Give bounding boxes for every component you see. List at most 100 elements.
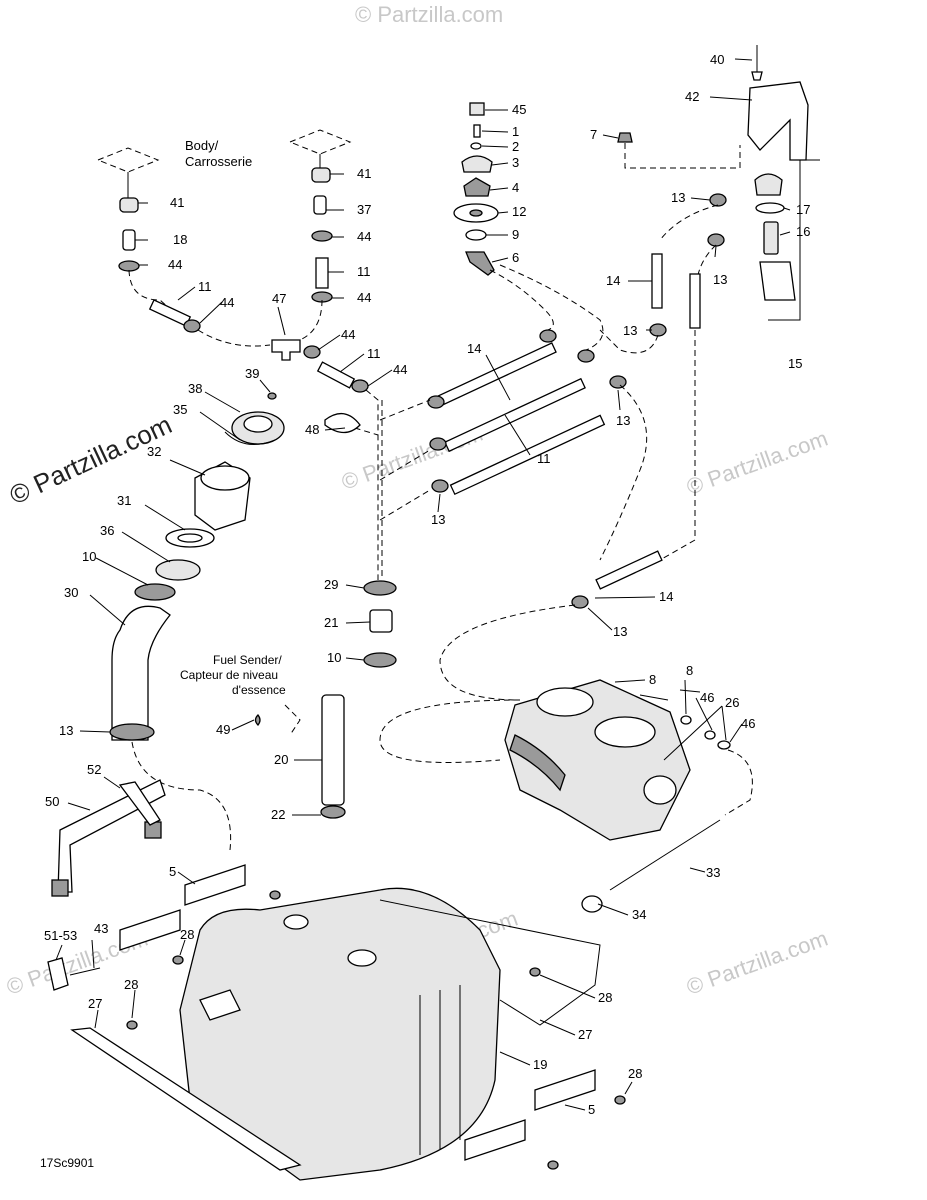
callout-2: 2 — [512, 139, 519, 154]
callout-47: 47 — [272, 291, 286, 306]
caption-sender-3: d'essence — [232, 683, 286, 697]
callout-14-top: 14 — [606, 273, 620, 288]
callout-28-d: 28 — [628, 1066, 642, 1081]
tank-strap — [51, 779, 166, 897]
callout-38: 38 — [188, 381, 202, 396]
callout-4: 4 — [512, 180, 519, 195]
callout-52: 52 — [87, 762, 101, 777]
callout-11-d: 11 — [537, 451, 551, 466]
callout-20: 20 — [274, 752, 288, 767]
hose-bundle — [324, 329, 627, 521]
callout-28-b: 28 — [124, 977, 138, 992]
figure-code: 17Sc9901 — [40, 1156, 94, 1170]
callout-26: 26 — [725, 695, 739, 710]
callout-32: 32 — [147, 444, 161, 459]
filler-assembly — [109, 392, 285, 851]
callout-27-left: 27 — [88, 996, 102, 1011]
callout-40: 40 — [710, 52, 724, 67]
callout-30: 30 — [64, 585, 78, 600]
callout-51-53: 51-53 — [44, 928, 77, 943]
callout-11-b: 11 — [198, 279, 212, 294]
callout-15: 15 — [788, 356, 802, 371]
callout-27-right: 27 — [578, 1027, 592, 1042]
callout-45: 45 — [512, 102, 526, 117]
callout-8-a: 8 — [649, 672, 656, 687]
callout-44-a: 44 — [357, 229, 371, 244]
callout-44-c: 44 — [357, 290, 371, 305]
carburetor-assembly — [504, 679, 753, 913]
callout-34: 34 — [632, 907, 646, 922]
watermark-right-mid: © Partzilla.com — [683, 426, 831, 500]
callout-16: 16 — [796, 224, 810, 239]
callout-19: 19 — [533, 1057, 547, 1072]
callout-37: 37 — [357, 202, 371, 217]
callout-49: 49 — [216, 722, 230, 737]
watermark-right-low: © Partzilla.com — [683, 926, 831, 1000]
callout-43: 43 — [94, 921, 108, 936]
callout-13-e: 13 — [613, 624, 627, 639]
callout-7: 7 — [590, 127, 597, 142]
callout-33: 33 — [706, 865, 720, 880]
callout-13-top: 13 — [671, 190, 685, 205]
caption-sender-2: Capteur de niveau — [180, 668, 278, 682]
callout-11-c: 11 — [367, 346, 381, 361]
callout-44-e: 44 — [341, 327, 355, 342]
mounting-rails — [47, 864, 626, 1171]
callout-6: 6 — [512, 250, 519, 265]
vent-fitting-left — [118, 197, 271, 347]
callout-5-bottom: 5 — [588, 1102, 595, 1117]
callout-14-low: 14 — [659, 589, 673, 604]
callout-36: 36 — [100, 523, 114, 538]
body-panel-left — [96, 147, 160, 200]
callout-18: 18 — [173, 232, 187, 247]
callout-31: 31 — [117, 493, 131, 508]
callout-44-f: 44 — [393, 362, 407, 377]
callout-8-b: 8 — [686, 663, 693, 678]
callout-50: 50 — [45, 794, 59, 809]
callout-1: 1 — [512, 124, 519, 139]
callout-46-b: 46 — [741, 716, 755, 731]
callout-labels: 40 42 45 1 2 3 4 12 9 6 7 13 17 16 14 13… — [44, 52, 810, 1117]
fuel-tap-assembly — [453, 102, 604, 351]
callout-46-a: 46 — [700, 690, 714, 705]
callout-17: 17 — [796, 202, 810, 217]
callout-29: 29 — [324, 577, 338, 592]
callout-44-d: 44 — [220, 295, 234, 310]
fuel-sender-group — [254, 580, 397, 819]
callout-10-c: 13 — [59, 723, 73, 738]
callout-14-mid: 14 — [467, 341, 481, 356]
leader-lines — [55, 58, 791, 1111]
callout-39: 39 — [245, 366, 259, 381]
callout-13-c: 13 — [616, 413, 630, 428]
callout-41-right: 41 — [357, 166, 371, 181]
callout-13-right: 13 — [713, 272, 727, 287]
callout-13-mid: 13 — [623, 323, 637, 338]
callout-9: 9 — [512, 227, 519, 242]
callout-11-a: 11 — [357, 264, 371, 279]
caption-body-1: Body/ — [185, 138, 219, 153]
callout-3: 3 — [512, 155, 519, 170]
callout-42: 42 — [685, 89, 699, 104]
watermark-top: © Partzilla.com — [355, 2, 503, 27]
caption-sender-1: Fuel Sender/ — [213, 653, 282, 667]
filter-assembly — [379, 45, 820, 763]
callout-5-top: 5 — [169, 864, 176, 879]
callout-41-left: 41 — [170, 195, 184, 210]
vent-fitting-right — [271, 167, 383, 580]
callout-28-a: 28 — [180, 927, 194, 942]
callout-10-a: 10 — [82, 549, 96, 564]
callout-12: 12 — [512, 204, 526, 219]
body-panel-right — [288, 129, 352, 170]
caption-body-2: Carrosserie — [185, 154, 252, 169]
callout-44-b: 44 — [168, 257, 182, 272]
watermark-main: © Partzilla.com — [5, 409, 176, 510]
callout-21: 21 — [324, 615, 338, 630]
callout-28-c: 28 — [598, 990, 612, 1005]
callout-48: 48 — [305, 422, 319, 437]
callout-13-d: 13 — [431, 512, 445, 527]
callout-35: 35 — [173, 402, 187, 417]
callout-10-b: 10 — [327, 650, 341, 665]
fuel-tank — [179, 887, 601, 1181]
callout-22: 22 — [271, 807, 285, 822]
